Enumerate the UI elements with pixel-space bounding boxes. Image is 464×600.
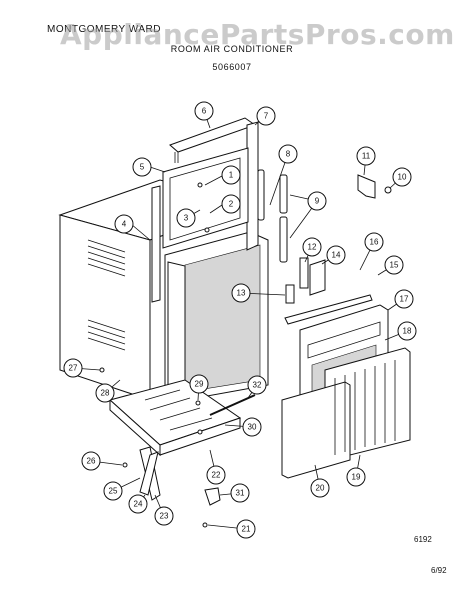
small-brackets-part — [285, 257, 326, 304]
callout-31: 31 — [230, 483, 250, 503]
callout-6: 6 — [194, 101, 214, 121]
callout-1: 1 — [221, 165, 241, 185]
side-curtain-part — [151, 185, 161, 303]
callout-26: 26 — [81, 451, 101, 471]
clip-part — [204, 487, 221, 506]
svg-text:2: 2 — [229, 200, 234, 209]
callout-30: 30 — [242, 417, 262, 437]
callout-7: 7 — [256, 106, 276, 126]
svg-text:31: 31 — [236, 489, 245, 498]
callout-28: 28 — [95, 383, 115, 403]
callout-14: 14 — [326, 245, 346, 265]
svg-text:17: 17 — [400, 295, 409, 304]
callout-15: 15 — [384, 255, 404, 275]
svg-text:6: 6 — [202, 107, 207, 116]
svg-text:4: 4 — [122, 220, 127, 229]
svg-text:18: 18 — [403, 327, 412, 336]
callout-22: 22 — [206, 465, 226, 485]
svg-text:11: 11 — [362, 152, 371, 161]
callout-2: 2 — [221, 194, 241, 214]
model-number: 5066007 — [212, 62, 252, 72]
svg-text:12: 12 — [308, 243, 317, 252]
svg-text:5: 5 — [140, 163, 145, 172]
svg-text:28: 28 — [101, 389, 110, 398]
callout-10: 10 — [392, 167, 412, 187]
support-legs-part — [139, 446, 161, 501]
callout-5: 5 — [132, 157, 152, 177]
callout-3: 3 — [176, 208, 196, 228]
callout-11: 11 — [356, 146, 376, 166]
callout-24: 24 — [128, 494, 148, 514]
side-frame-part — [246, 121, 259, 251]
screws-part — [99, 182, 210, 528]
svg-text:7: 7 — [264, 112, 269, 121]
front-door-part — [281, 347, 411, 479]
slide-rail-part — [209, 394, 256, 416]
svg-text:29: 29 — [195, 380, 204, 389]
callout-29: 29 — [189, 374, 209, 394]
base-pan-part — [108, 379, 242, 457]
svg-text:26: 26 — [87, 457, 96, 466]
diagram-title: ROOM AIR CONDITIONER — [170, 44, 294, 54]
svg-text:15: 15 — [390, 261, 399, 270]
drawing-code: 6192 — [414, 535, 432, 544]
svg-text:1: 1 — [229, 171, 234, 180]
callout-17: 17 — [394, 289, 414, 309]
callout-4: 4 — [114, 214, 134, 234]
svg-text:19: 19 — [352, 473, 361, 482]
callout-16: 16 — [364, 232, 384, 252]
drawing-date: 6/92 — [431, 566, 447, 575]
svg-text:9: 9 — [315, 197, 320, 206]
svg-text:32: 32 — [253, 381, 262, 390]
callout-13: 13 — [231, 283, 251, 303]
watermark-text: AppliancePartsPros.com — [60, 18, 455, 51]
callout-12: 12 — [302, 237, 322, 257]
svg-text:24: 24 — [134, 500, 143, 509]
svg-text:22: 22 — [212, 471, 221, 480]
svg-text:21: 21 — [242, 525, 251, 534]
callout-32: 32 — [247, 375, 267, 395]
brand-label: MONTGOMERY WARD — [47, 24, 161, 35]
callout-8: 8 — [278, 144, 298, 164]
callout-18: 18 — [397, 321, 417, 341]
svg-text:23: 23 — [160, 512, 169, 521]
svg-text:20: 20 — [316, 484, 325, 493]
svg-text:30: 30 — [248, 423, 257, 432]
partition-panel-part — [164, 231, 269, 401]
callout-25: 25 — [103, 481, 123, 501]
svg-text:8: 8 — [286, 150, 291, 159]
bracket-part — [357, 174, 392, 199]
callout-19: 19 — [346, 467, 366, 487]
callout-9: 9 — [307, 191, 327, 211]
svg-text:16: 16 — [370, 238, 379, 247]
svg-text:10: 10 — [398, 173, 407, 182]
svg-text:3: 3 — [184, 214, 189, 223]
callout-23: 23 — [154, 506, 174, 526]
callout-27: 27 — [63, 358, 83, 378]
svg-text:27: 27 — [69, 364, 78, 373]
svg-text:13: 13 — [237, 289, 246, 298]
curtain-strips-part — [257, 169, 288, 263]
callout-21: 21 — [236, 519, 256, 539]
svg-text:25: 25 — [109, 487, 118, 496]
callout-20: 20 — [310, 478, 330, 498]
svg-text:14: 14 — [332, 251, 341, 260]
